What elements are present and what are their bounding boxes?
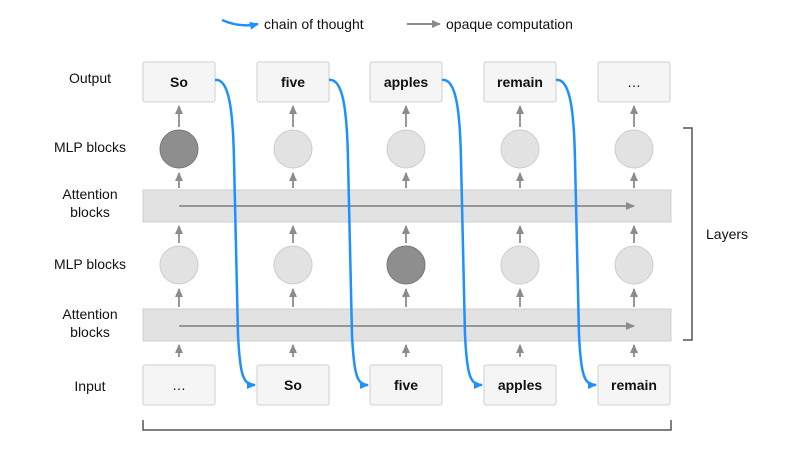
output-token-1-text: five bbox=[281, 74, 305, 90]
layers-label: Layers bbox=[706, 226, 748, 242]
input-token-3-box bbox=[483, 364, 557, 406]
opaque-legend-label: opaque computation bbox=[446, 16, 573, 32]
mlp-bottom-node-0 bbox=[159, 245, 199, 285]
token-boxes: So five apples remain … … So five apples remain bbox=[142, 61, 671, 406]
row-label-attn-bottom-1: Attention bbox=[62, 306, 117, 322]
chain-arrow-3 bbox=[555, 78, 597, 389]
row-labels: Output MLP blocks Attention blocks MLP b… bbox=[54, 70, 126, 394]
row-label-mlp-bottom: MLP blocks bbox=[54, 256, 126, 272]
mlp-top-node-4 bbox=[614, 129, 654, 169]
sequence-bracket bbox=[142, 420, 672, 431]
output-token-1-box bbox=[256, 61, 330, 103]
input-token-4-box bbox=[597, 364, 671, 406]
input-token-0: … bbox=[142, 364, 216, 406]
row-label-attn-top-1: Attention bbox=[62, 186, 117, 202]
vertical-arrows bbox=[175, 105, 638, 357]
output-token-2: apples bbox=[369, 61, 443, 103]
row-label-mlp-top: MLP blocks bbox=[54, 139, 126, 155]
row-label-attn-bottom-2: blocks bbox=[70, 324, 110, 340]
chain-legend-arrow bbox=[221, 18, 259, 30]
chain-legend-label: chain of thought bbox=[264, 16, 364, 32]
output-token-1: five bbox=[256, 61, 330, 103]
mlp-nodes bbox=[159, 129, 654, 285]
output-token-4: … bbox=[597, 61, 671, 103]
input-token-2: five bbox=[369, 364, 443, 406]
input-token-1-box bbox=[256, 364, 330, 406]
chain-arrow-2 bbox=[441, 78, 483, 389]
row-label-output: Output bbox=[69, 70, 111, 86]
mlp-top-node-2 bbox=[386, 129, 426, 169]
chain-arrow-0 bbox=[214, 78, 256, 389]
input-token-3: apples bbox=[483, 364, 557, 406]
mlp-top-node-1 bbox=[273, 129, 313, 169]
mlp-top-node-0 bbox=[159, 129, 199, 169]
output-token-4-box bbox=[597, 61, 671, 103]
mlp-top-node-3 bbox=[500, 129, 540, 169]
legend: chain of thought opaque computation bbox=[221, 16, 573, 32]
chain-arrow-1 bbox=[328, 78, 369, 389]
output-token-3-box bbox=[483, 61, 557, 103]
layers-bracket-line bbox=[683, 127, 693, 341]
input-token-4: remain bbox=[597, 364, 671, 406]
output-token-4-text: … bbox=[627, 74, 641, 90]
layers-bracket: Layers bbox=[683, 127, 748, 341]
row-label-input: Input bbox=[74, 378, 105, 394]
output-token-0: So bbox=[142, 61, 216, 103]
input-token-1: So bbox=[256, 364, 330, 406]
mlp-bottom-node-3 bbox=[500, 245, 540, 285]
mlp-bottom-node-4 bbox=[614, 245, 654, 285]
output-token-3-text: remain bbox=[497, 74, 543, 90]
mlp-bottom-node-1 bbox=[273, 245, 313, 285]
chain-of-thought-arrows bbox=[214, 78, 597, 389]
row-label-attn-top-2: blocks bbox=[70, 204, 110, 220]
output-token-3: remain bbox=[483, 61, 557, 103]
output-token-2-text: apples bbox=[384, 74, 429, 90]
input-token-1-text: So bbox=[284, 377, 302, 393]
input-token-0-box bbox=[142, 364, 216, 406]
output-token-0-box bbox=[142, 61, 216, 103]
input-token-0-text: … bbox=[172, 377, 186, 393]
mlp-bottom-node-2 bbox=[386, 245, 426, 285]
attention-band-bottom bbox=[142, 308, 672, 342]
input-token-3-text: apples bbox=[498, 377, 543, 393]
output-token-0-text: So bbox=[170, 74, 188, 90]
output-token-2-box bbox=[369, 61, 443, 103]
input-token-4-text: remain bbox=[611, 377, 657, 393]
input-token-2-text: five bbox=[394, 377, 418, 393]
input-token-2-box bbox=[369, 364, 443, 406]
opaque-arrows bbox=[179, 202, 635, 330]
